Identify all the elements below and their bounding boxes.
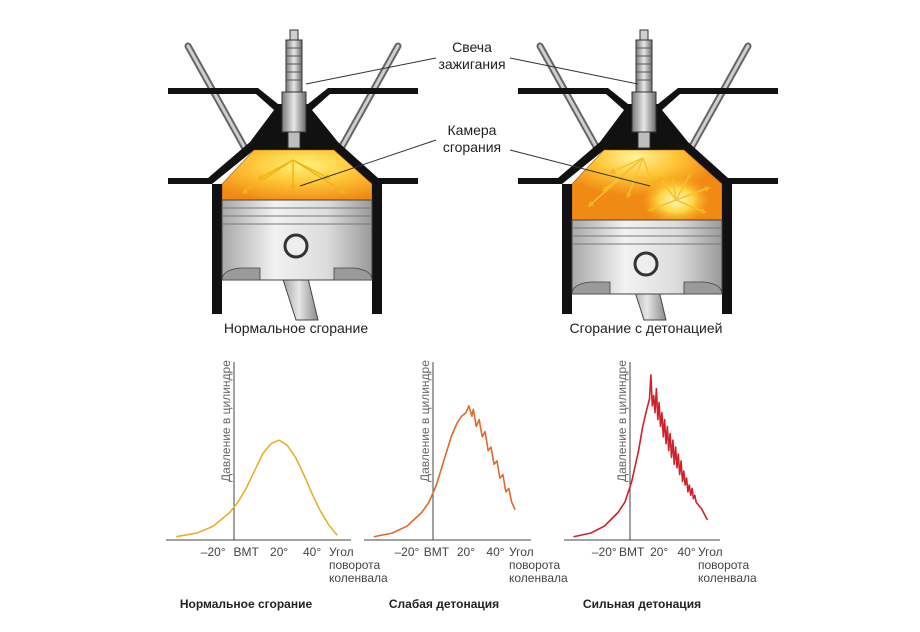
x-axis-label: коленвала [698,571,757,585]
piston-pin [283,233,309,259]
valve-right [686,42,752,154]
callout-spark-plug: Свеча зажигания [305,39,639,85]
x-tick-label: ВМТ [619,545,645,559]
leader-line [305,57,437,85]
y-axis-label: Давление в цилиндре [418,360,432,482]
callout-combustion-chamber: Камера сгорания [299,122,651,187]
x-axis-label: коленвала [509,571,568,585]
engine-caption-normal: Нормальное сгорание [224,320,368,336]
cylinder-wall-right [372,184,382,314]
valve-left [536,42,602,154]
x-tick-label: ВМТ [424,545,450,559]
x-axis-label: Угол [509,545,534,559]
x-tick-label: 20° [650,545,668,559]
y-axis-label: Давление в цилиндре [615,360,629,482]
x-axis-label: поворота [698,558,750,572]
graph-caption: Сильная детонация [583,597,701,611]
x-tick-label: 20° [457,545,475,559]
cylinder-wall-left [562,184,572,314]
callout-label: Свеча [452,39,492,55]
x-tick-label: ВМТ [233,545,259,559]
leader-line [299,139,437,187]
callout-label: сгорания [443,139,501,155]
x-axis-label: Угол [329,545,354,559]
graph-caption: Слабая детонация [389,597,499,611]
pressure-curve [573,374,708,538]
leader-line [509,149,651,187]
x-tick-label: 40° [677,545,695,559]
engine-detonation [518,29,778,321]
flame-front-arrows [241,159,347,194]
callout-label: зажигания [438,56,505,72]
pressure-curve [373,404,516,538]
piston [221,199,373,281]
x-axis-label: коленвала [329,571,388,585]
x-axis-label: поворота [509,558,561,572]
x-axis-label: поворота [329,558,381,572]
cylinder-wall-left [212,184,222,314]
x-tick-label: –20° [201,545,226,559]
flame-front-arrows [587,157,711,214]
x-tick-label: 40° [303,545,321,559]
valve-right [336,42,402,154]
graph-strong-detonation: Давление в цилиндре –20°ВМТ 20° 40°Уголпово… [564,360,757,611]
graph-caption: Нормальное сгорание [180,597,313,611]
callout-label: Камера [448,122,497,138]
x-tick-label: 40° [486,545,504,559]
piston-pin [633,251,659,277]
x-tick-label: 20° [270,545,288,559]
piston [571,219,723,295]
y-axis-label: Давление в цилиндре [219,360,233,482]
pressure-curve [176,439,338,538]
leader-line [509,57,639,85]
x-axis-label: Угол [698,545,723,559]
x-tick-label: –20° [394,545,419,559]
engine-caption-detonation: Сгорание с детонацией [570,320,723,336]
valve-left [184,42,250,154]
x-tick-label: –20° [592,545,617,559]
graph-weak-detonation: Давление в цилиндре –20° ВМТ 20° 40° Уголпово… [364,360,568,611]
cylinder-wall-right [722,184,732,314]
graph-normal: Давление в цилиндре –20° ВМТ 20° 40° Уголпово… [166,360,388,611]
engine-normal [168,29,418,321]
spark-plug-icon [281,29,307,149]
spark-plug-icon [631,29,657,149]
